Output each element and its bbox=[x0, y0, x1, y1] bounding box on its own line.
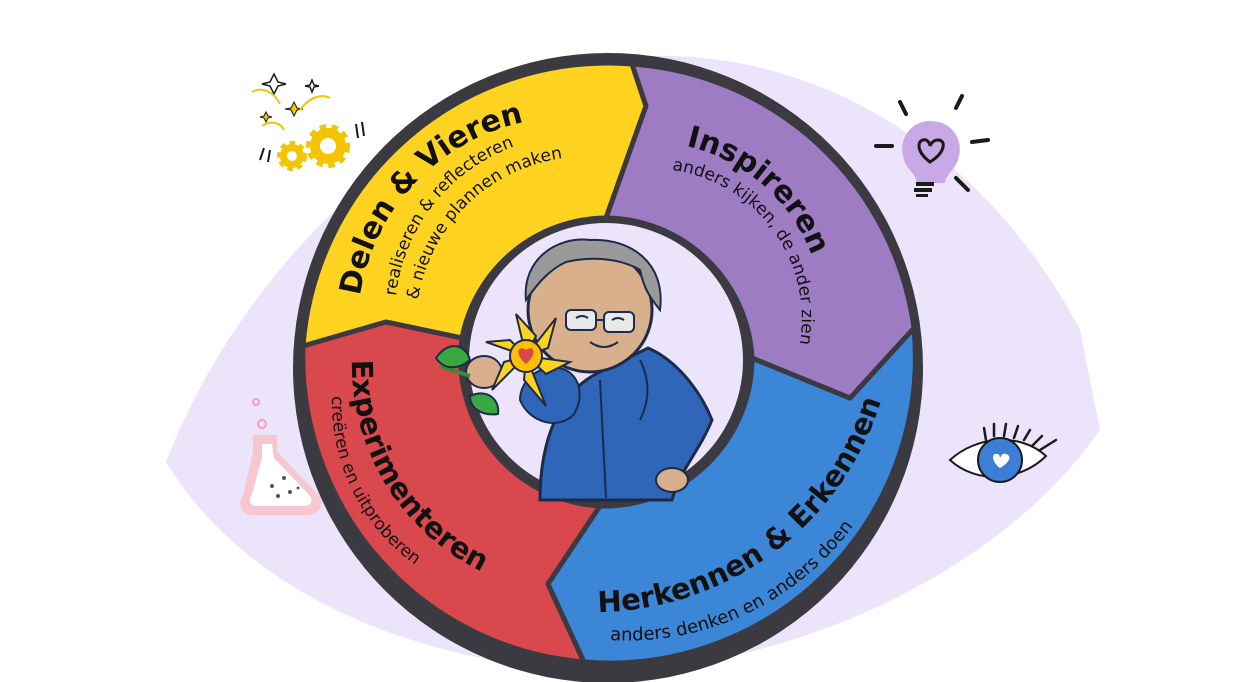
flask-icon bbox=[240, 398, 322, 515]
eye-icon bbox=[948, 422, 1058, 483]
gears-sparkles-icon bbox=[251, 72, 365, 171]
segment-experimenteren[interactable] bbox=[300, 319, 603, 665]
lightbulb-heart-icon bbox=[874, 94, 990, 197]
person-with-flower-icon bbox=[434, 238, 714, 502]
